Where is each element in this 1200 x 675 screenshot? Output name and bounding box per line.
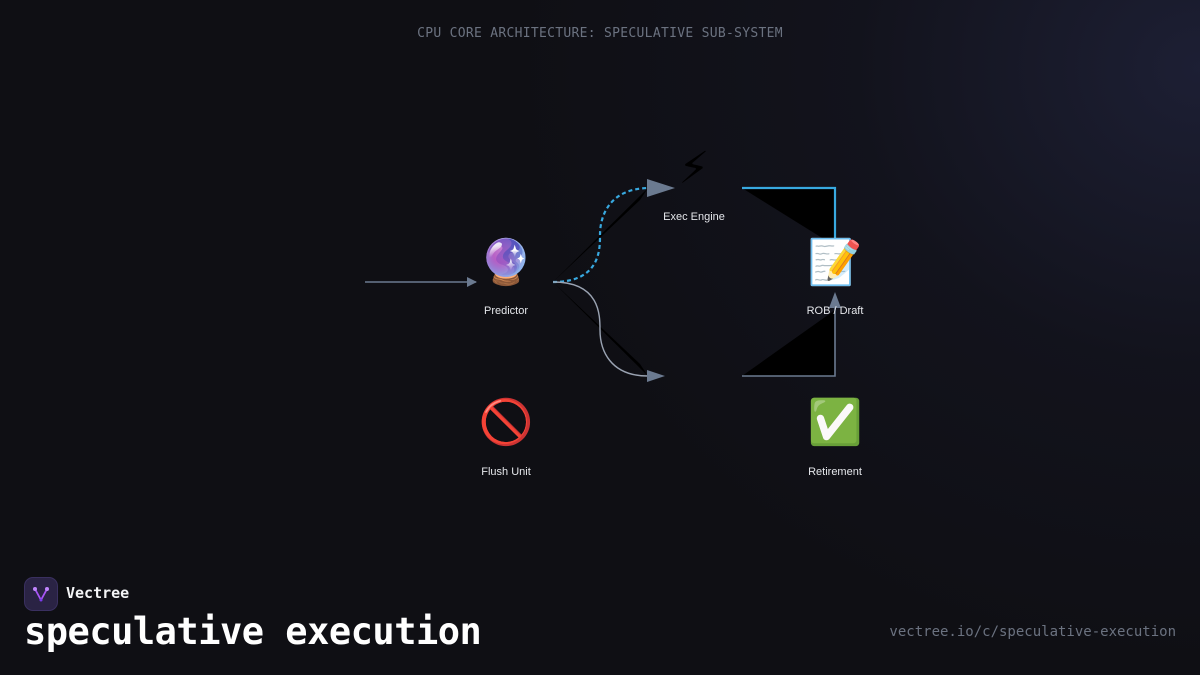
node-label-retirement: Retirement	[808, 466, 862, 478]
arrowhead-rob	[829, 292, 841, 308]
node-label-predictor: Predictor	[483, 305, 529, 317]
page-url[interactable]: vectree.io/c/speculative-execution	[889, 624, 1176, 640]
node-label-rob-draft: ROB / Draft	[806, 305, 864, 317]
page-title: speculative execution	[24, 610, 482, 653]
brand-name: Vectree	[66, 584, 130, 602]
lightning-icon: ⚡	[678, 143, 710, 194]
prohibited-icon: 🚫	[478, 397, 534, 448]
edge-predictor-lower	[552, 281, 649, 377]
check-mark-icon: ✅	[807, 397, 863, 448]
edge-predictor-exec	[552, 186, 651, 284]
diagram-title: CPU CORE ARCHITECTURE: SPECULATIVE SUB-S…	[417, 26, 783, 41]
memo-icon: 📝	[807, 237, 863, 288]
wedge-lower-right	[742, 310, 835, 376]
edge-lower-rob	[742, 300, 836, 377]
vectree-logo-icon	[24, 577, 58, 611]
edge-exec-rob	[742, 186, 837, 240]
wedge-upper-right	[742, 188, 835, 246]
node-label-flush-unit: Flush Unit	[481, 466, 531, 478]
arrowhead-lower	[647, 370, 665, 382]
crystal-ball-icon: 🔮	[478, 237, 534, 288]
node-label-exec-engine: Exec Engine	[663, 211, 725, 223]
arrowhead-exec	[647, 179, 675, 197]
